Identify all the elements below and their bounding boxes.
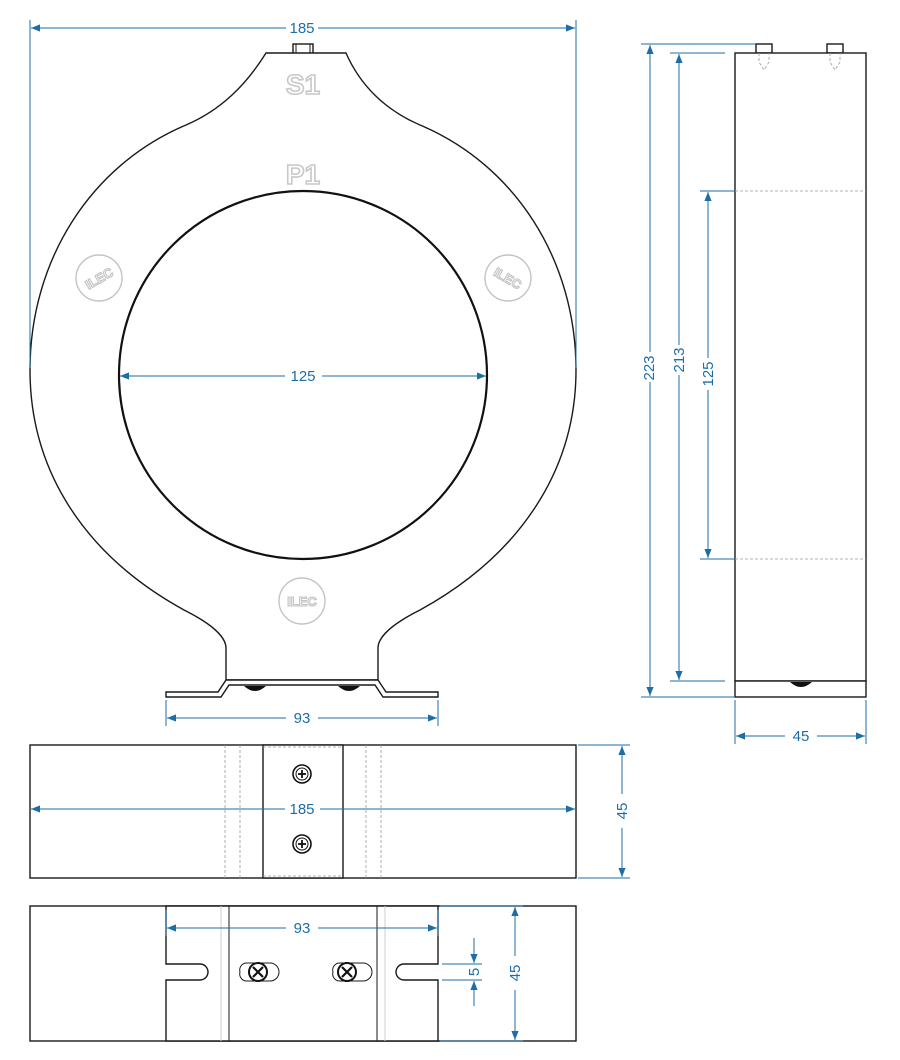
terminal-label-s1: S1: [286, 69, 320, 100]
svg-text:213: 213: [671, 347, 688, 372]
mounting-bracket: [165, 679, 439, 698]
svg-text:45: 45: [614, 803, 631, 820]
terminal-screw-bottom: [292, 834, 312, 854]
svg-text:93: 93: [294, 920, 311, 937]
dimension-top-depth: 45: [578, 744, 631, 879]
bracket-bolt-right: [338, 686, 360, 691]
dimension-base-width: 93: [165, 700, 439, 727]
dimension-bottom-depth: 45: [440, 905, 524, 1042]
mounting-screw-right: [332, 962, 373, 982]
dimension-inner-diameter: 125: [120, 368, 486, 385]
top-view: [29, 744, 577, 879]
svg-text:ILEC: ILEC: [287, 594, 317, 609]
svg-text:93: 93: [294, 710, 311, 727]
bottom-bracket: [165, 905, 439, 1042]
dimension-side-overall-height: 223: [641, 43, 756, 698]
svg-text:223: 223: [641, 355, 658, 380]
dimension-side-window-height: 125: [700, 190, 735, 560]
logo-right: ILEC: [484, 254, 532, 302]
dimension-bottom-slot-width: 5: [442, 938, 483, 1006]
dimension-top-width: 185: [31, 801, 575, 818]
dimension-side-body-height: 213: [670, 52, 725, 682]
svg-text:5: 5: [466, 968, 483, 976]
svg-text:185: 185: [289, 801, 314, 818]
svg-text:185: 185: [289, 20, 314, 37]
dimension-front-width: 185: [29, 20, 577, 368]
bracket-bolt-left: [244, 686, 266, 691]
front-view: S1 P1 ILEC ILEC ILEC: [29, 43, 577, 698]
svg-text:45: 45: [793, 728, 810, 745]
svg-text:125: 125: [700, 361, 717, 386]
dimension-bottom-slot-spacing: 93: [165, 910, 439, 937]
svg-text:125: 125: [290, 368, 315, 385]
dimension-side-depth: 45: [734, 700, 867, 745]
primary-label-p1: P1: [286, 159, 320, 190]
logo-bottom: ILEC: [278, 577, 326, 625]
terminal-screw-top: [292, 764, 312, 784]
inner-window: [117, 189, 489, 561]
mounting-screw-left: [239, 962, 280, 982]
side-view: [734, 43, 867, 698]
bottom-view: [29, 905, 577, 1042]
logo-left: ILEC: [75, 254, 123, 302]
svg-text:45: 45: [507, 965, 524, 982]
